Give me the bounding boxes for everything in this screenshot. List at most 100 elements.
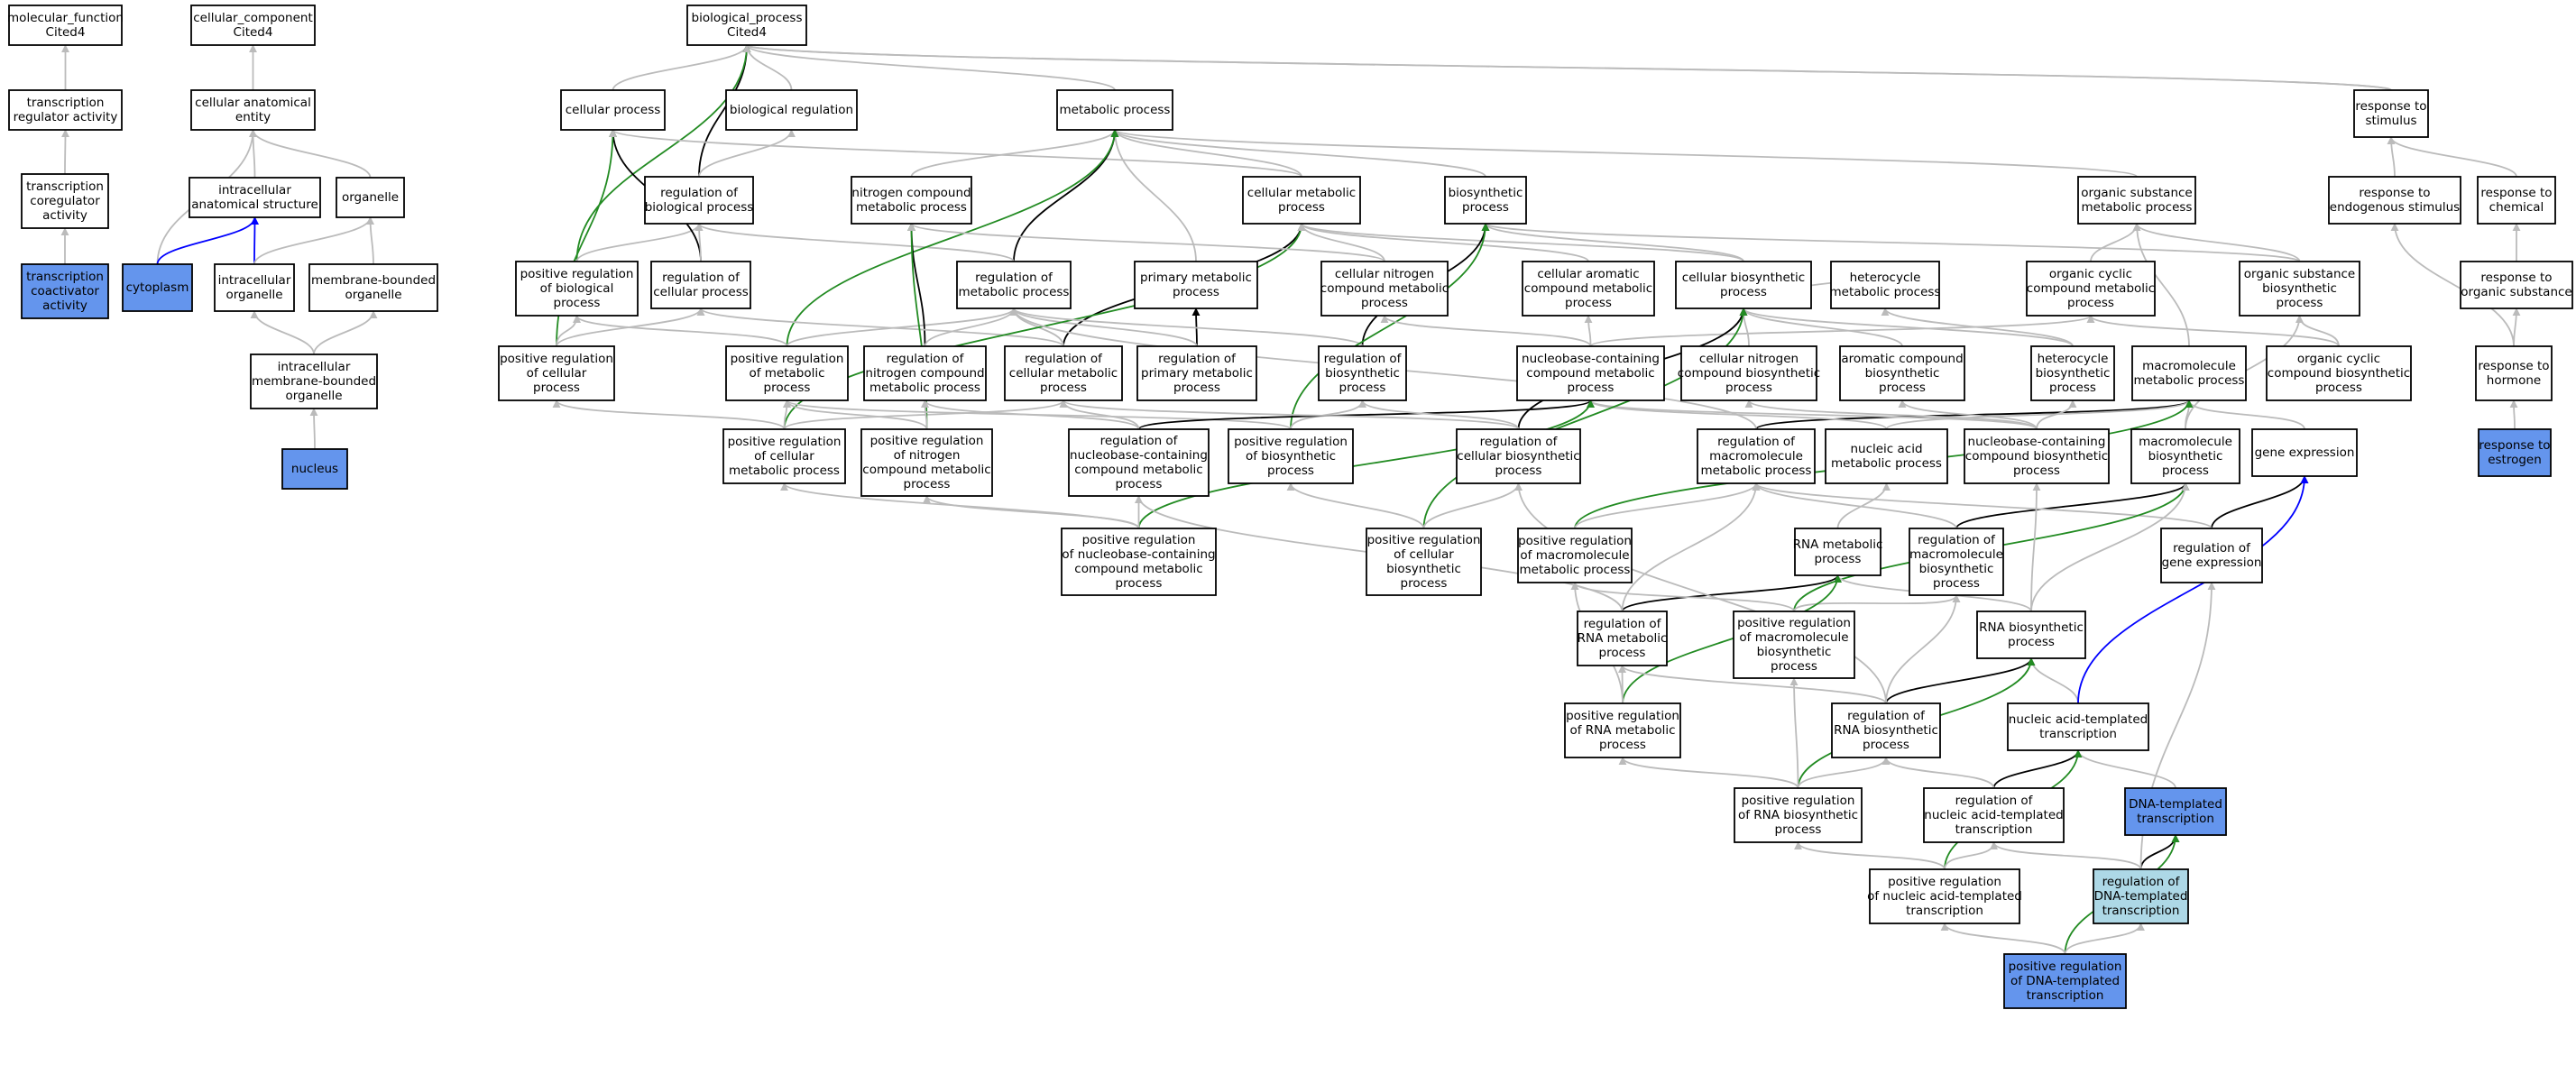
node-box [2475,345,2553,401]
node-box [851,176,972,225]
node-label: process [1173,381,1220,395]
node-label: of cellular [527,366,587,381]
edge-is-a [782,399,791,430]
edge-is-a [573,315,788,347]
node-box [1522,261,1655,317]
edge-is-a [1885,594,1961,704]
edge-is-a [2132,223,2190,347]
node-box [1444,176,1527,225]
node-label: metabolic process [1060,103,1171,117]
node-box [2093,868,2189,924]
edge-is-a [1881,308,2074,347]
node-box [863,345,987,401]
node-label: process [904,477,951,491]
node-label: process [1775,822,1822,837]
edge-part-of [156,216,259,265]
node-label: biological process [645,200,754,215]
edge-is-a [1739,308,1903,347]
node-label: of RNA biosynthetic [1738,808,1858,822]
node-box [956,261,1072,309]
node-label: response to [2359,186,2430,200]
node-label: transcription [1906,904,1983,918]
node-label: primary metabolic [1140,271,1252,285]
node-label: process [2315,381,2362,395]
edge-is-a [1789,677,1799,789]
node-label: biosynthetic [1449,186,1523,200]
edge-is-a [2512,308,2521,347]
go-term-node: metabolic process [1056,89,1173,131]
node-label: cellular metabolic [1247,186,1356,200]
node-box [2026,261,2156,317]
edge-is-a [1286,482,1425,529]
node-label: cellular nitrogen [1699,352,1799,366]
node-box [860,428,993,497]
go-term-node: nucleus [281,448,348,490]
node-box [560,89,666,131]
node-label: transcription [2137,812,2214,826]
node-label: regulation of [2173,541,2251,555]
node-label: anatomical structure [191,197,318,212]
edge-positively-regulates [786,129,1119,347]
node-label: gene expression [2162,555,2262,570]
node-label: process [1278,200,1325,215]
node-label: process [1568,381,1615,395]
node-label: metabolic process [1830,285,1941,299]
edge-is-a [60,129,69,175]
node-label: coregulator [30,194,100,208]
node-label: nitrogen compound [851,186,971,200]
edge-is-a [2030,482,2190,612]
node-label: biosynthetic [1386,562,1461,576]
edge-is-a [2387,136,2396,178]
node-label: organelle [285,389,342,403]
edge-is-a [1587,399,1888,430]
node-label: gene expression [2255,445,2355,460]
node-label: RNA metabolic [1793,537,1883,552]
node-box [1976,611,2086,659]
node-label: compound metabolic [1074,463,1202,477]
node-box [2328,176,2461,225]
node-label: process [1173,285,1219,299]
node-label: transcription [1955,822,2033,837]
node-label: entity [235,110,271,124]
edge-regulates [1885,657,2036,704]
edge-is-a [253,216,374,265]
node-box [2478,428,2552,477]
node-label: regulation of [1918,533,1996,547]
node-label: compound metabolic [1524,281,1652,296]
node-label: DNA-templated [2094,889,2188,904]
edge-is-a [786,308,1018,347]
node-label: regulation of [2102,875,2181,889]
node-label: organic substance [2244,267,2355,281]
edge-is-a [1380,315,1592,347]
node-label: regulation of [975,271,1053,285]
node-box [2130,428,2240,484]
node-label: of nucleobase-containing [1062,547,1215,562]
node-label: of cellular [1394,547,1454,562]
node-label: chemical [2489,200,2544,215]
node-box [1516,345,1665,401]
node-label: metabolic process [959,285,1070,299]
go-term-node: cytoplasm [122,263,193,312]
edge-part-of [2077,475,2309,704]
node-label: transcription [2039,727,2117,741]
node-box [2030,345,2115,401]
node-box [2353,89,2429,138]
edge-is-a [783,399,928,430]
node-label: positive regulation [1082,533,1196,547]
node-box [190,5,316,46]
edge-is-a [1739,308,2074,347]
node-label: of macromolecule [1739,630,1848,645]
